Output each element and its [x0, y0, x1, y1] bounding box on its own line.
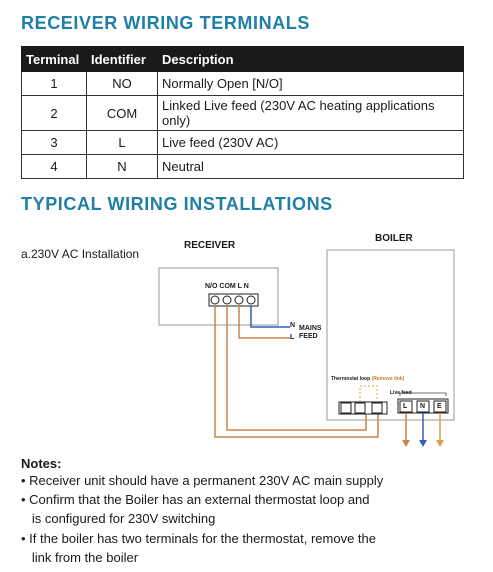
terminals-heading: RECEIVER WIRING TERMINALS — [21, 13, 311, 33]
mains-label-line2: FEED — [299, 333, 318, 340]
com-wire — [226, 306, 367, 431]
cell-description: Normally Open [N/O] — [157, 71, 464, 96]
receiver-terminal-block — [208, 293, 259, 307]
note-item: • If the boiler has two terminals for th… — [21, 531, 376, 546]
cell-identifier: NO — [86, 71, 158, 96]
table-header-row: Terminal Identifier Description — [21, 46, 464, 72]
mains-n-label: N — [290, 322, 296, 329]
terminal-com — [222, 295, 232, 305]
live-arrow — [402, 440, 410, 447]
boiler-box — [326, 249, 455, 421]
table-row: 3 L Live feed (230V AC) — [21, 130, 464, 155]
installations-heading: TYPICAL WIRING INSTALLATIONS — [21, 194, 333, 214]
neutral-arrow — [419, 440, 427, 447]
boiler-terminal-n: N — [420, 403, 426, 410]
live-feed-label: Live feed — [390, 390, 412, 396]
terminal-n — [246, 295, 256, 305]
column-header-description: Description — [157, 46, 464, 72]
cell-description: Linked Live feed (230V AC heating applic… — [157, 95, 464, 131]
table-row: 4 N Neutral — [21, 154, 464, 179]
receiver-title: RECEIVER — [184, 240, 236, 251]
notes-title: Notes: — [21, 456, 62, 471]
note-item: • Receiver unit should have a permanent … — [21, 473, 384, 488]
note-item: is configured for 230V switching — [21, 511, 216, 526]
terminal-no — [210, 295, 220, 305]
table-row: 2 COM Linked Live feed (230V AC heating … — [21, 95, 464, 131]
receiver-terminal-labels: N/O COM L N — [205, 283, 249, 290]
thermostat-loop-text: Thermostat loop — [331, 376, 371, 382]
terminal-l — [234, 295, 244, 305]
cell-description: Live feed (230V AC) — [157, 130, 464, 155]
table-row: 1 NO Normally Open [N/O] — [21, 71, 464, 96]
mains-label-line1: MAINS — [299, 325, 322, 332]
boiler-terminal-l: L — [403, 403, 408, 410]
cell-identifier: L — [86, 130, 158, 155]
thermostat-link — [359, 385, 378, 402]
cell-description: Neutral — [157, 154, 464, 179]
boiler-terminal-e: E — [437, 403, 442, 410]
mains-l-label: L — [290, 334, 295, 341]
note-item: • Confirm that the Boiler has an externa… — [21, 492, 370, 507]
no-wire — [214, 306, 379, 438]
installation-label: a.230V AC Installation — [21, 247, 140, 261]
earth-arrow — [436, 440, 444, 447]
mains-live-wire — [238, 306, 290, 339]
mains-neutral-wire — [250, 306, 290, 328]
terminals-table: Terminal Identifier Description 1 NO Nor… — [21, 46, 464, 179]
thermostat-loop-label: Thermostat loop (Remove link) — [331, 376, 404, 382]
note-item: link from the boiler — [21, 550, 139, 565]
cell-terminal: 4 — [21, 154, 87, 179]
boiler-title: BOILER — [375, 233, 413, 244]
column-header-identifier: Identifier — [86, 46, 158, 72]
remove-link-text: (Remove link) — [371, 376, 405, 382]
